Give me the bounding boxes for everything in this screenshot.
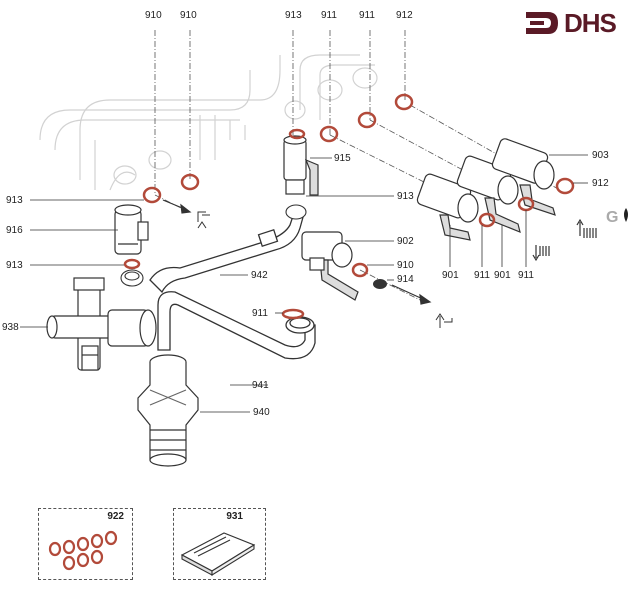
tap-symbol xyxy=(197,211,453,328)
callout-941: 941 xyxy=(252,380,269,391)
manual-booklet-icon xyxy=(180,532,256,576)
callout-911: 911 xyxy=(359,10,375,21)
radiator-symbol xyxy=(532,218,597,262)
callout-913: 913 xyxy=(6,195,23,206)
callout-903: 903 xyxy=(592,150,609,161)
callout-916: 916 xyxy=(6,225,23,236)
part-903-valve xyxy=(491,138,556,216)
callout-914: 914 xyxy=(397,274,414,285)
callout-915: 915 xyxy=(334,153,351,164)
gas-symbol: G xyxy=(606,208,628,226)
callout-911: 911 xyxy=(252,308,268,319)
seal-rings xyxy=(123,93,575,320)
part-938-valve xyxy=(46,277,157,371)
pipe-942 xyxy=(149,209,306,294)
pipe-941 xyxy=(157,291,316,360)
kit-number: 931 xyxy=(226,511,243,522)
fittings xyxy=(120,204,307,287)
callout-913: 913 xyxy=(6,260,23,271)
callout-911: 911 xyxy=(518,270,534,281)
callout-910: 910 xyxy=(180,10,197,21)
part-916 xyxy=(114,204,149,255)
manual-kit-box: 931 xyxy=(173,508,266,580)
callout-901: 901 xyxy=(494,270,511,281)
callout-901: 901 xyxy=(442,270,459,281)
part-940-filter xyxy=(137,354,199,467)
callout-912: 912 xyxy=(592,178,609,189)
callout-913: 913 xyxy=(397,191,414,202)
callout-911: 911 xyxy=(474,270,490,281)
callout-910: 910 xyxy=(145,10,162,21)
logo-mark-icon xyxy=(526,12,558,34)
leader-lines xyxy=(20,154,588,413)
callout-902: 902 xyxy=(397,236,414,247)
callout-910: 910 xyxy=(397,260,414,271)
svg-text:G: G xyxy=(606,209,618,226)
flow-arrows xyxy=(162,199,432,305)
seal-rings-icon xyxy=(48,530,118,571)
part-902-valve xyxy=(301,231,359,301)
logo-text: DHS xyxy=(564,8,617,38)
ghost-piping xyxy=(39,54,378,191)
seals-kit-box: 922 xyxy=(38,508,133,580)
callout-938: 938 xyxy=(2,322,19,333)
callout-912: 912 xyxy=(396,10,413,21)
brand-logo: DHS xyxy=(524,8,632,38)
callout-940: 940 xyxy=(253,407,270,418)
callout-942: 942 xyxy=(251,270,268,281)
part-901-valve-a xyxy=(416,173,479,241)
callout-913: 913 xyxy=(285,10,302,21)
strainer-914 xyxy=(373,279,387,289)
part-915-valve xyxy=(283,135,319,196)
callout-911: 911 xyxy=(321,10,337,21)
kit-number: 922 xyxy=(107,511,124,522)
